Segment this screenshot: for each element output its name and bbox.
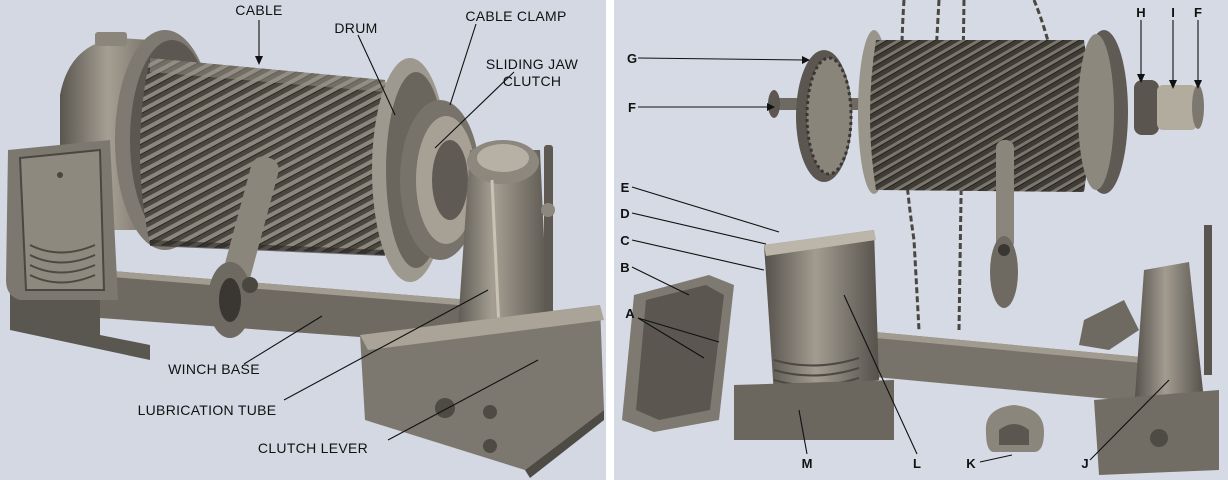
clutch-lever-label: CLUTCH LEVER: [258, 440, 368, 456]
callout-g: G: [627, 51, 637, 66]
lubrication-tube-label: LUBRICATION TUBE: [138, 402, 277, 418]
tie-rod-shape-r: [990, 140, 1018, 308]
sliding-jaw-clutch-shape: [400, 100, 480, 260]
bearing-cap-shape: [985, 405, 1044, 452]
leader-lines-r: [631, 20, 1202, 463]
housing-cover-shape: [622, 275, 734, 432]
drum-label: DRUM: [334, 20, 377, 36]
base-beam-shape: [854, 330, 1174, 405]
pawl-shape: [1079, 300, 1139, 350]
cable-clamp-label: CABLE CLAMP: [465, 8, 566, 24]
drum-cable-wrap-r: [870, 40, 1090, 192]
tie-rod-shape: [208, 156, 279, 338]
sliding-jaw-clutch-label-line1: SLIDING JAW: [486, 56, 579, 72]
callout-b: B: [620, 260, 629, 275]
side-bracket-shape-r: [1094, 225, 1219, 475]
callout-m: M: [802, 456, 813, 471]
callout-h: H: [1136, 5, 1145, 20]
callout-f-left: F: [628, 100, 636, 115]
winch-base-label: WINCH BASE: [168, 361, 260, 377]
cable-label: CABLE: [235, 2, 282, 18]
right-base-plate-shape: [360, 305, 604, 478]
exploded-winch-illustration: G F H I F E D C B A M L K J: [620, 0, 1219, 475]
assembled-winch-illustration: CABLE DRUM CABLE CLAMP SLIDING JAW CLUTC…: [6, 2, 604, 478]
assembled-winch-panel: CABLE DRUM CABLE CLAMP SLIDING JAW CLUTC…: [0, 0, 606, 480]
drum-gear-shape: [796, 50, 853, 182]
exploded-winch-panel: G F H I F E D C B A M L K J: [614, 0, 1228, 480]
callout-l: L: [913, 456, 921, 471]
callout-i: I: [1171, 5, 1175, 20]
callout-c: C: [620, 233, 630, 248]
gear-housing-shape-r: [764, 230, 879, 395]
callout-e: E: [621, 180, 630, 195]
leader-lines: [243, 20, 539, 441]
sliding-jaw-clutch-label-line2: CLUTCH: [503, 73, 562, 89]
drum-cable-wrap: [140, 58, 395, 256]
housing-foot-shape: [734, 380, 894, 440]
clutch-hub-shape: [1134, 80, 1204, 135]
callout-k: K: [966, 456, 976, 471]
callout-f-top: F: [1194, 5, 1202, 20]
callout-d: D: [620, 206, 629, 221]
callout-j: J: [1081, 456, 1088, 471]
drum-flange-right-r: [1078, 30, 1128, 194]
callout-a: A: [625, 306, 635, 321]
